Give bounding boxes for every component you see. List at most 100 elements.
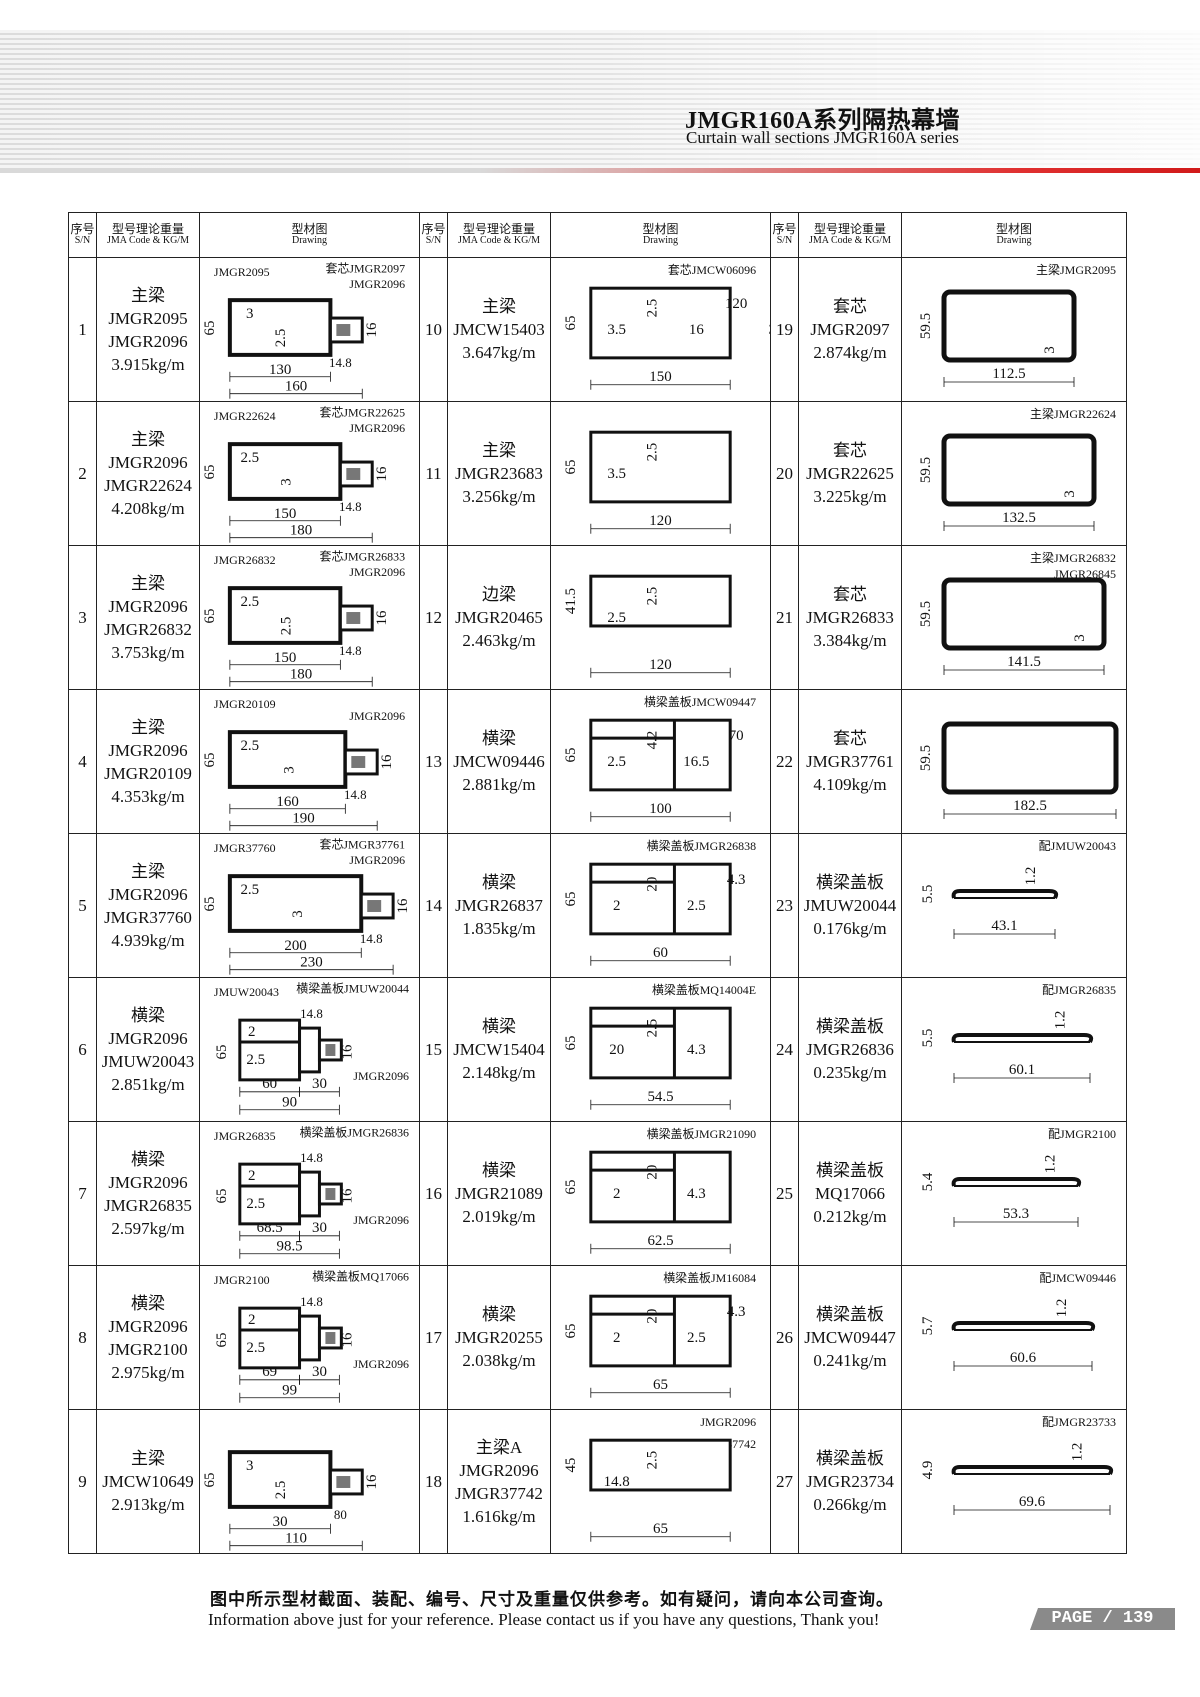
- dimension-label: 4.3: [687, 1185, 706, 1201]
- part-tag: JMGR2095: [214, 265, 270, 279]
- profile-code: JMGR2097: [810, 320, 890, 339]
- dimension-label: 65: [202, 464, 218, 479]
- serial-number: 9: [68, 1409, 97, 1554]
- page-subtitle: Curtain wall sections JMGR160A series: [686, 128, 959, 147]
- dimension-label: 2.5: [273, 1480, 289, 1499]
- part-tag: JMGR26835: [214, 1129, 276, 1143]
- unit-weight: 4.109kg/m: [813, 775, 887, 794]
- dimension-label: 160: [276, 793, 298, 809]
- dimension-label: 41.5: [563, 588, 579, 614]
- dimension-label: 3: [1072, 634, 1088, 642]
- part-tag: 横梁盖板JMUW20044: [296, 980, 409, 995]
- serial-number: 16: [419, 1121, 448, 1266]
- unit-weight: 0.212kg/m: [813, 1207, 887, 1226]
- dimension-label: 60.6: [1010, 1350, 1037, 1366]
- profile-code: JMUW20044: [803, 896, 897, 915]
- dimension-label: 2.5: [246, 1051, 265, 1067]
- part-tag: JMGR20109: [214, 697, 276, 711]
- dimension-label: 53.3: [1003, 1206, 1029, 1222]
- profile-type: 主梁: [482, 297, 516, 316]
- dimension-label: 160: [285, 378, 307, 394]
- dimension-label: 2.5: [279, 616, 295, 635]
- dimension-label: 30: [769, 321, 770, 337]
- dimension-label: 80: [334, 1506, 347, 1521]
- unit-weight: 2.019kg/m: [462, 1207, 536, 1226]
- dimension-label: 16: [689, 321, 704, 337]
- dimension-label: 4.9: [920, 1460, 936, 1479]
- dimension-label: 2.5: [607, 609, 626, 625]
- dimension-label: 14.8: [339, 642, 362, 657]
- dimension-label: 2: [248, 1168, 255, 1184]
- profile-type: 套芯: [833, 729, 867, 748]
- unit-weight: 2.463kg/m: [462, 631, 536, 650]
- dimension-label: 2: [248, 1024, 255, 1040]
- dimension-label: 14.8: [300, 1150, 323, 1165]
- profile-code: JMCW09446: [453, 752, 545, 771]
- dimension-label: 2: [248, 1312, 255, 1328]
- unit-weight: 0.266kg/m: [813, 1495, 887, 1514]
- profile-code: JMGR23683: [455, 464, 543, 483]
- part-tag: 主梁JMGR2095: [1036, 262, 1116, 277]
- dimension-label: 16: [339, 1187, 355, 1202]
- dimension-label: 5.4: [920, 1172, 936, 1191]
- dimension-label: 3.5: [607, 321, 626, 337]
- profile-type: 主梁A: [475, 1437, 523, 1457]
- dimension-label: 5.5: [920, 884, 936, 903]
- dimension-label: 43.1: [991, 918, 1017, 934]
- dimension-label: 2: [613, 897, 620, 913]
- unit-weight: 3.915kg/m: [111, 354, 185, 374]
- dimension-label: 65: [202, 320, 218, 335]
- dimension-label: 4.3: [687, 1041, 706, 1057]
- dimension-label: 65: [202, 608, 218, 623]
- dimension-label: 60: [653, 944, 668, 960]
- profile-code: JMGR26836: [806, 1040, 894, 1059]
- dimension-label: 68.5: [257, 1219, 283, 1235]
- profile-code: JMGR2100: [108, 1339, 188, 1359]
- part-tag: 横梁盖板JMGR26838: [647, 838, 756, 853]
- serial-number: 25: [770, 1121, 799, 1266]
- profile-code: JMGR26835: [104, 1195, 192, 1215]
- dimension-label: 14.8: [339, 498, 362, 513]
- serial-number: 13: [419, 689, 448, 834]
- profile-code: JMGR37760: [104, 907, 192, 927]
- footer-note-zh: 图中所示型材截面、装配、编号、尺寸及重量仅供参考。如有疑问，请向本公司查询。: [210, 1590, 894, 1610]
- profile-code: JMCW15403: [453, 320, 545, 339]
- dimension-label: 1.2: [1054, 1298, 1070, 1317]
- serial-number: 8: [68, 1265, 97, 1410]
- part-tag: 套芯JMGR22625: [320, 405, 406, 419]
- dimension-label: 59.5: [918, 312, 934, 338]
- dimension-label: 150: [274, 505, 296, 521]
- dimension-label: 180: [290, 666, 312, 682]
- profile-type: 横梁: [131, 1005, 165, 1025]
- dimension-label: 132.5: [1002, 510, 1036, 526]
- serial-number: 26: [770, 1265, 799, 1410]
